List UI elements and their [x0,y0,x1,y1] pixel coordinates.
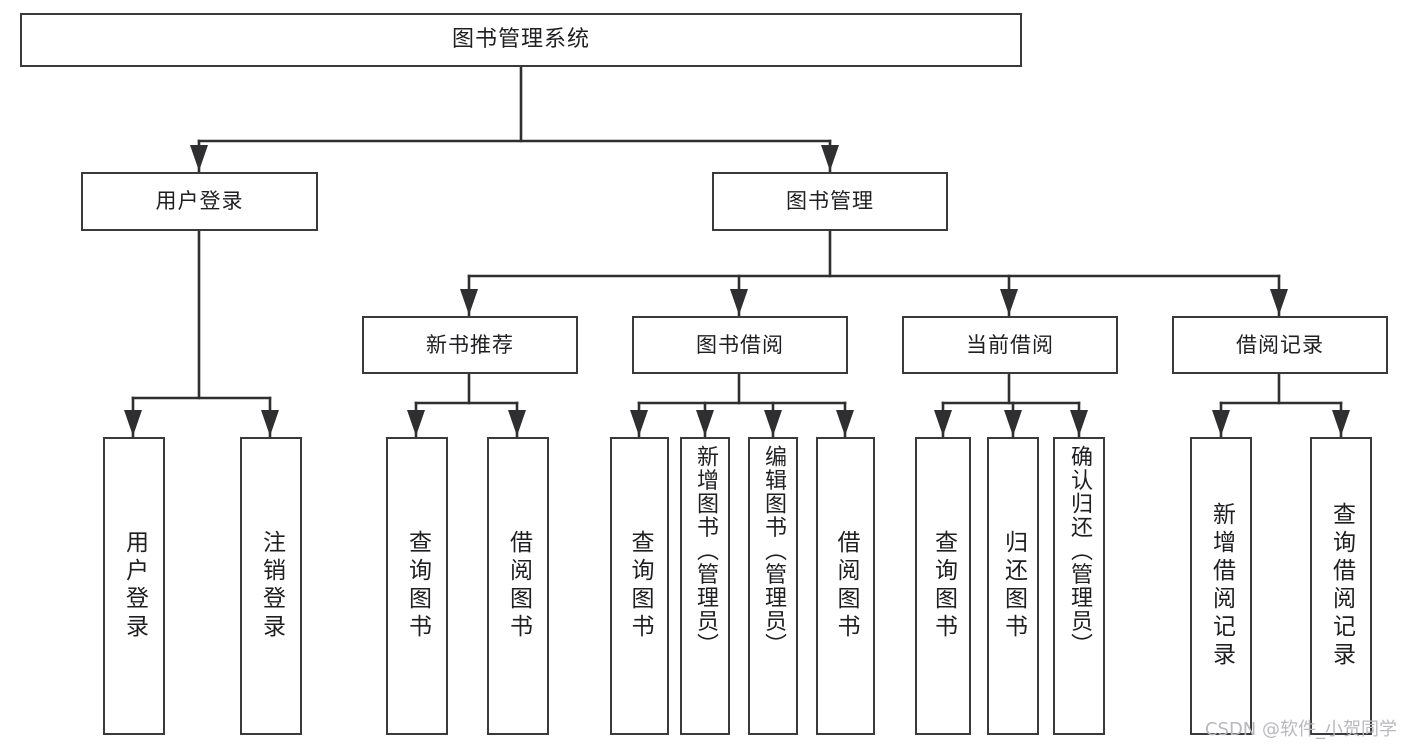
node-label: 图书管理 [786,189,874,214]
node-user-login[interactable]: 用户登录 [81,172,318,231]
arrowhead [261,410,279,436]
arrowhead [934,410,952,436]
node-borrow-record[interactable]: 借阅记录 [1172,316,1388,374]
arrowhead [696,410,714,436]
node-label: 用户登录 [121,530,148,642]
node-leaf-borrow-book-1[interactable]: 借阅图书 [487,437,549,735]
arrowhead [821,145,839,171]
arrowhead [1332,410,1350,436]
node-label: 图书借阅 [696,332,784,357]
arrowhead [730,289,748,315]
arrowhead [836,410,854,436]
node-leaf-return-book[interactable]: 归还图书 [987,437,1039,735]
arrowhead [508,410,526,436]
node-label: 查询借阅记录 [1328,502,1355,670]
arrowhead [630,410,648,436]
node-leaf-borrow-book-2[interactable]: 借阅图书 [816,437,875,735]
node-leaf-query-book-3[interactable]: 查询图书 [915,437,971,735]
node-label: 查询图书 [930,530,957,642]
node-leaf-query-book-2[interactable]: 查询图书 [610,437,669,735]
arrowhead [460,289,478,315]
arrowhead [1070,410,1088,436]
node-label: 图书管理系统 [451,27,590,53]
node-label: 查询图书 [627,530,653,642]
node-leaf-edit-book[interactable]: 编辑图书（管理员） [748,437,798,735]
node-leaf-confirm-return[interactable]: 确认归还（管理员） [1053,437,1105,735]
arrowhead [124,410,142,436]
node-current-borrow[interactable]: 当前借阅 [902,316,1118,374]
arrowhead [1004,410,1022,436]
node-label: 新增借阅记录 [1208,502,1235,670]
node-label: 确认归还（管理员） [1067,445,1092,657]
node-leaf-add-book[interactable]: 新增图书（管理员） [680,437,730,735]
node-label: 当前借阅 [966,332,1054,357]
node-label: 新书推荐 [426,332,514,357]
node-label: 编辑图书（管理员） [761,445,786,657]
node-label: 借阅记录 [1236,332,1324,357]
node-root[interactable]: 图书管理系统 [20,13,1022,67]
node-label: 用户登录 [155,189,244,214]
node-label: 新增图书（管理员） [693,445,718,657]
arrowhead [407,410,425,436]
node-label: 查询图书 [404,530,431,642]
node-leaf-logout[interactable]: 注销登录 [240,437,302,735]
watermark-text: CSDN @软件_小贺同学 [1204,719,1397,740]
arrowhead [1212,410,1230,436]
arrowhead [1270,289,1288,315]
node-label: 借阅图书 [505,530,532,642]
node-leaf-user-login[interactable]: 用户登录 [103,437,165,735]
node-leaf-query-book-1[interactable]: 查询图书 [386,437,448,735]
node-book-manage[interactable]: 图书管理 [712,172,948,231]
arrowhead [764,410,782,436]
node-book-borrow[interactable]: 图书借阅 [632,316,848,374]
node-label: 借阅图书 [833,530,859,642]
node-leaf-query-record[interactable]: 查询借阅记录 [1310,437,1372,735]
node-new-book-recommend[interactable]: 新书推荐 [362,316,578,374]
node-label: 归还图书 [1000,530,1027,642]
arrowhead [1000,289,1018,315]
node-leaf-add-record[interactable]: 新增借阅记录 [1190,437,1252,735]
arrowhead [190,145,208,171]
node-label: 注销登录 [258,530,285,642]
